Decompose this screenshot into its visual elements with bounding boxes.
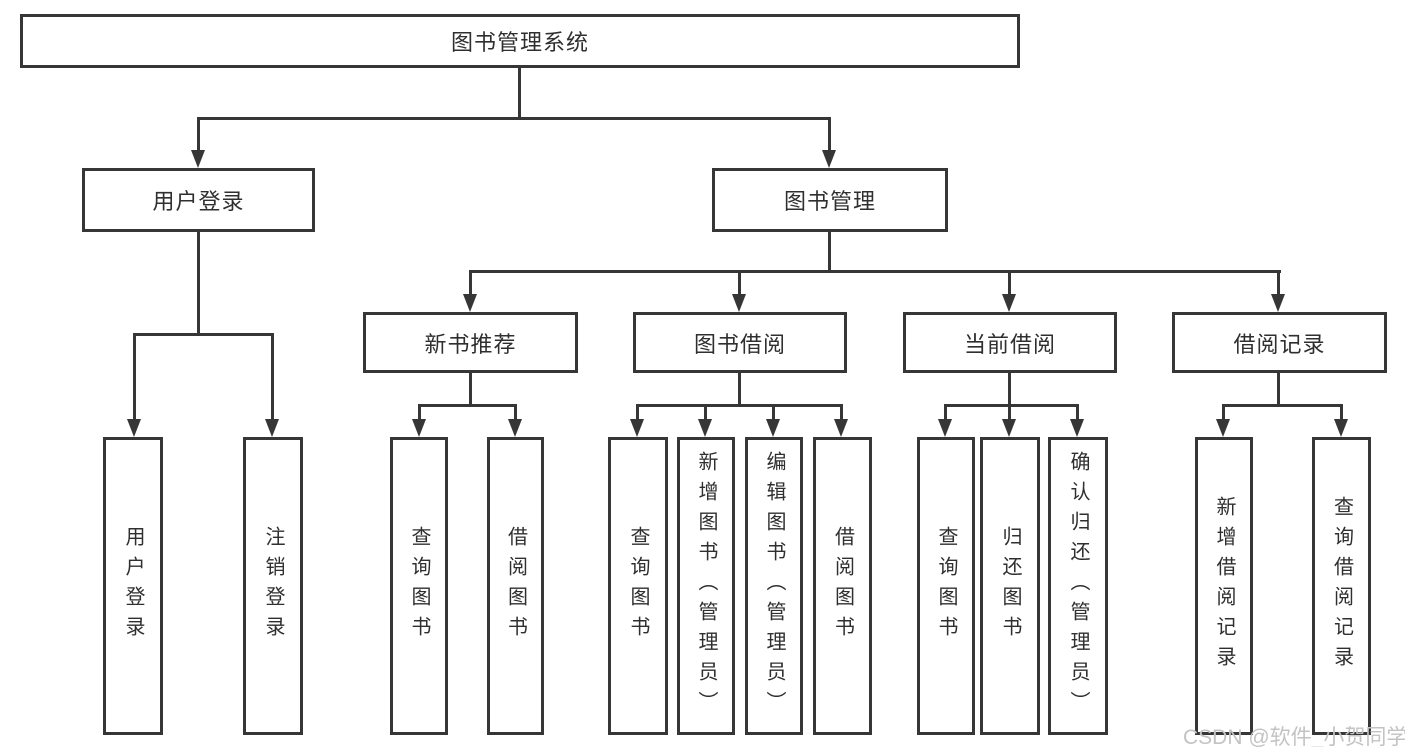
arrowhead (766, 419, 780, 437)
connector-line (944, 404, 947, 420)
node-leaf-br-query-label: 查询借阅记录 (1330, 496, 1353, 676)
connector-line (418, 404, 421, 420)
connector-line (514, 404, 517, 420)
node-borrow-records-label: 借阅记录 (1233, 331, 1326, 357)
node-current-borrow-label: 当前借阅 (963, 331, 1056, 357)
csdn-watermark: CSDN @软件_小贺同学 (1183, 726, 1405, 747)
connector-line (1222, 404, 1225, 420)
node-book-mgmt-label: 图书管理 (783, 189, 876, 214)
connector-line (133, 333, 136, 420)
node-leaf-bb-query-label: 查询图书 (627, 526, 649, 646)
node-book-borrow-label: 图书借阅 (693, 331, 786, 357)
arrowhead (1216, 419, 1230, 437)
connector-line (1277, 373, 1280, 407)
node-book-mgmt: 图书管理 (712, 168, 948, 232)
connector-line (133, 333, 274, 336)
node-leaf-bb-edit: 编辑图书（管理员） (745, 437, 803, 735)
arrowhead (822, 150, 836, 168)
connector-line (772, 404, 775, 420)
connector-line (828, 232, 831, 273)
node-leaf-cb-confirm-label: 确认归还（管理员） (1067, 451, 1089, 721)
node-leaf-bb-borrow-label: 借阅图书 (831, 526, 854, 646)
arrowhead (1070, 419, 1084, 437)
node-leaf-br-add: 新增借阅记录 (1195, 437, 1253, 735)
node-leaf-user-login: 用户登录 (103, 437, 163, 735)
arrowhead (630, 419, 644, 437)
node-leaf-bb-add: 新增图书（管理员） (677, 437, 735, 735)
arrowhead (732, 294, 746, 312)
arrowhead (127, 419, 141, 437)
node-user-login-label: 用户登录 (152, 189, 245, 214)
connector-line (1222, 404, 1343, 407)
connector-line (1008, 404, 1011, 420)
arrowhead (938, 419, 952, 437)
arrowhead (1002, 419, 1016, 437)
connector-line (840, 404, 843, 420)
connector-line (197, 117, 200, 151)
node-leaf-br-add-label: 新增借阅记录 (1213, 496, 1235, 676)
connector-line (518, 68, 521, 118)
node-leaf-bb-borrow: 借阅图书 (813, 437, 872, 735)
connector-line (636, 404, 843, 407)
node-leaf-nb-query-label: 查询图书 (408, 526, 430, 646)
arrowhead (265, 419, 279, 437)
connector-line (271, 333, 274, 420)
connector-line (738, 373, 741, 407)
connector-line (1076, 404, 1079, 420)
node-leaf-nb-borrow: 借阅图书 (487, 437, 544, 735)
arrowhead (698, 419, 712, 437)
connector-line (704, 404, 707, 420)
node-new-book-rec: 新书推荐 (363, 312, 578, 373)
node-root-label: 图书管理系统 (450, 30, 589, 55)
node-leaf-cb-return-label: 归还图书 (999, 526, 1021, 646)
arrowhead (463, 294, 477, 312)
node-leaf-user-login-label: 用户登录 (122, 526, 144, 646)
node-leaf-cb-confirm: 确认归还（管理员） (1048, 437, 1108, 735)
node-borrow-records: 借阅记录 (1172, 312, 1387, 373)
node-leaf-bb-add-label: 新增图书（管理员） (695, 451, 717, 721)
connector-line (469, 373, 472, 407)
connector-line (1008, 373, 1011, 407)
node-leaf-cb-query-label: 查询图书 (935, 526, 957, 646)
connector-line (469, 270, 1281, 273)
arrowhead (412, 419, 426, 437)
node-leaf-cb-query: 查询图书 (917, 437, 975, 735)
connector-line (1340, 404, 1343, 420)
node-leaf-br-query: 查询借阅记录 (1312, 437, 1371, 735)
node-leaf-bb-query: 查询图书 (608, 437, 668, 735)
connector-line (418, 404, 517, 407)
node-leaf-bb-edit-label: 编辑图书（管理员） (763, 451, 785, 721)
node-book-borrow: 图书借阅 (633, 312, 847, 373)
arrowhead (508, 419, 522, 437)
node-leaf-logout-label: 注销登录 (262, 526, 284, 646)
node-leaf-nb-query: 查询图书 (390, 437, 448, 735)
connector-line (1008, 270, 1011, 295)
node-current-borrow: 当前借阅 (903, 312, 1117, 373)
connector-line (944, 404, 1079, 407)
node-leaf-logout: 注销登录 (243, 437, 303, 735)
connector-line (469, 270, 472, 295)
arrowhead (1002, 294, 1016, 312)
arrowhead (1334, 419, 1348, 437)
node-user-login: 用户登录 (82, 168, 315, 232)
arrowhead (191, 150, 205, 168)
node-leaf-nb-borrow-label: 借阅图书 (504, 526, 527, 646)
node-root: 图书管理系统 (20, 14, 1020, 68)
arrowhead (834, 419, 848, 437)
connector-line (197, 232, 200, 336)
connector-line (1277, 270, 1280, 295)
node-leaf-cb-return: 归还图书 (980, 437, 1040, 735)
connector-line (828, 117, 831, 151)
connector-line (636, 404, 639, 420)
connector-line (738, 270, 741, 295)
arrowhead (1271, 294, 1285, 312)
node-new-book-rec-label: 新书推荐 (424, 331, 517, 357)
connector-line (197, 117, 831, 120)
